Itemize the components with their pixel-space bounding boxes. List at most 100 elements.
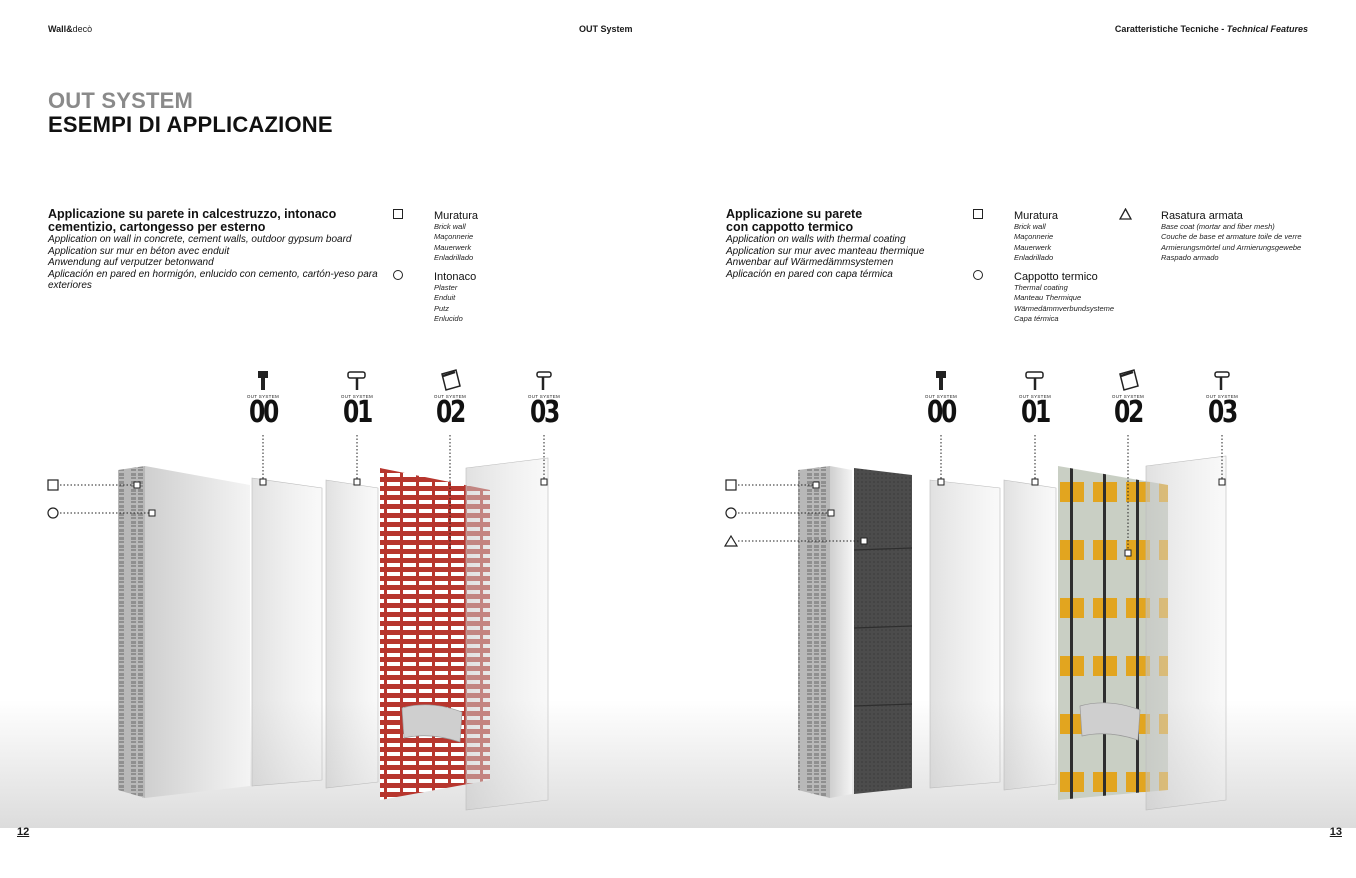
legend-translation: Brick wall (434, 222, 466, 231)
legend-translation: Capa térmica (1014, 313, 1059, 323)
callout-triangle-icon (723, 534, 739, 547)
triangle-symbol-icon (1119, 208, 1132, 220)
layer-pane-00 (929, 479, 1001, 789)
left-heading-line2: cementizio, cartongesso per esterno (48, 220, 266, 234)
step-number: 01 (343, 395, 373, 430)
mesh-roll (1079, 702, 1141, 741)
roller-icon (347, 371, 366, 390)
legend-translation: Enladrillado (434, 252, 474, 262)
circle-symbol-icon (393, 270, 403, 280)
left-application-description: Applicazione su parete in calcestruzzo, … (48, 208, 388, 292)
step-caption: OUT SYSTEM (1205, 394, 1239, 399)
legend-translation: Maçonnerie (434, 232, 474, 242)
small-roller-icon (1214, 371, 1230, 390)
right-scene (723, 435, 1227, 811)
step-number: 02 (436, 395, 466, 430)
legend-translation: Enladrillado (1014, 252, 1054, 262)
layer-pane-03 (465, 457, 549, 811)
left-scene (47, 435, 549, 811)
trowel-icon (1119, 369, 1139, 391)
step-number: 00 (249, 395, 279, 430)
callout-square-icon (47, 479, 59, 491)
legend-translation: Wärmedämmverbundsysteme (1014, 303, 1115, 313)
header-section-title: OUT System (579, 24, 633, 34)
brush-icon (936, 371, 946, 390)
circle-symbol-icon (973, 270, 983, 280)
step-number: 03 (530, 395, 560, 430)
layer-pane-01 (1003, 479, 1057, 791)
left-sub-line: Application on wall in concrete, cement … (48, 234, 352, 245)
legend-name: Rasatura armata (1161, 210, 1243, 222)
legend-name: Muratura (1014, 210, 1059, 222)
legend-translation: Mauerwerk (434, 242, 472, 252)
legend-translation: Enlucido (434, 313, 463, 323)
legend-name: Muratura (434, 210, 479, 222)
callout-circle-icon (725, 507, 737, 519)
right-heading-line1: Applicazione su parete (726, 207, 863, 221)
right-sub-line: Application on walls with thermal coatin… (726, 234, 906, 245)
legend-translation: Armierungsmörtel und Armierungsgewebe (1161, 242, 1302, 252)
legend-item-rasatura-armata: Rasatura armata Base coat (mortar and fi… (1161, 210, 1302, 263)
legend-item-cappotto-termico: Cappotto termico Thermal coating Manteau… (1014, 271, 1114, 324)
legend-translation: Raspado armado (1161, 252, 1219, 262)
brand-logo: Wall&decò (48, 24, 93, 34)
legend-name: Intonaco (434, 271, 477, 283)
legend-name: Cappotto termico (1014, 271, 1098, 283)
step-number: 01 (1021, 395, 1051, 430)
page-title-line2: ESEMPI DI APPLICAZIONE (48, 112, 333, 137)
legend-translation: Thermal coating (1014, 283, 1068, 292)
page-number-left: 12 (17, 826, 30, 838)
step-caption: OUT SYSTEM (1018, 394, 1052, 399)
step-caption: OUT SYSTEM (527, 394, 561, 399)
right-sub-line: Aplicación en pared con capa térmica (726, 268, 893, 280)
layer-pane-00 (251, 477, 323, 787)
step-number: 02 (1114, 395, 1144, 430)
legend-translation: Mauerwerk (1014, 242, 1052, 252)
left-sub-line: Aplicación en pared en hormigón, enlucid… (48, 268, 378, 280)
plaster-layer (145, 466, 250, 798)
legend-translation: Plaster (434, 283, 458, 292)
plaster-layer (830, 466, 852, 798)
page-title-line1: OUT SYSTEM (48, 88, 194, 113)
marker-square-icon (133, 481, 141, 489)
step-caption: OUT SYSTEM (1111, 394, 1145, 399)
step-caption: OUT SYSTEM (246, 394, 280, 399)
right-heading-line2: con cappotto termico (726, 220, 854, 234)
brush-icon (258, 371, 268, 390)
marker-square-icon (148, 509, 156, 517)
legend-item-intonaco: Intonaco Plaster Enduit Putz Enlucido (434, 271, 476, 324)
legend-item-muratura: Muratura Brick wall Maçonnerie Mauerwerk… (1014, 210, 1058, 263)
brick-wall-layer (118, 466, 145, 798)
roller-icon (1025, 371, 1044, 390)
step-number: 00 (927, 395, 957, 430)
left-sub-line: Application sur mur en béton avec enduit (48, 245, 230, 257)
legend-translation: Manteau Thermique (1014, 293, 1082, 303)
thermal-coating-layer (854, 468, 912, 794)
step-caption: OUT SYSTEM (924, 394, 958, 399)
left-sub-line: exteriores (48, 280, 92, 291)
left-heading-line1: Applicazione su parete in calcestruzzo, … (48, 207, 337, 221)
legend-translation: Brick wall (1014, 222, 1046, 231)
layer-pane-01 (325, 479, 379, 789)
right-sub-line: Application sur mur avec manteau thermiq… (726, 245, 925, 257)
left-sub-line: Anwendung auf verputzer betonwand (48, 257, 214, 268)
square-symbol-icon (393, 209, 403, 219)
callout-square-icon (725, 479, 737, 491)
right-application-description: Applicazione su parete con cappotto term… (726, 208, 956, 280)
legend-translation: Putz (434, 303, 450, 313)
legend-translation: Maçonnerie (1014, 232, 1054, 242)
step-caption: OUT SYSTEM (433, 394, 467, 399)
layer-pane-03 (1145, 455, 1227, 811)
step-number: 03 (1208, 395, 1238, 430)
square-symbol-icon (973, 209, 983, 219)
legend-translation: Enduit (434, 293, 456, 303)
callout-circle-icon (47, 507, 59, 519)
